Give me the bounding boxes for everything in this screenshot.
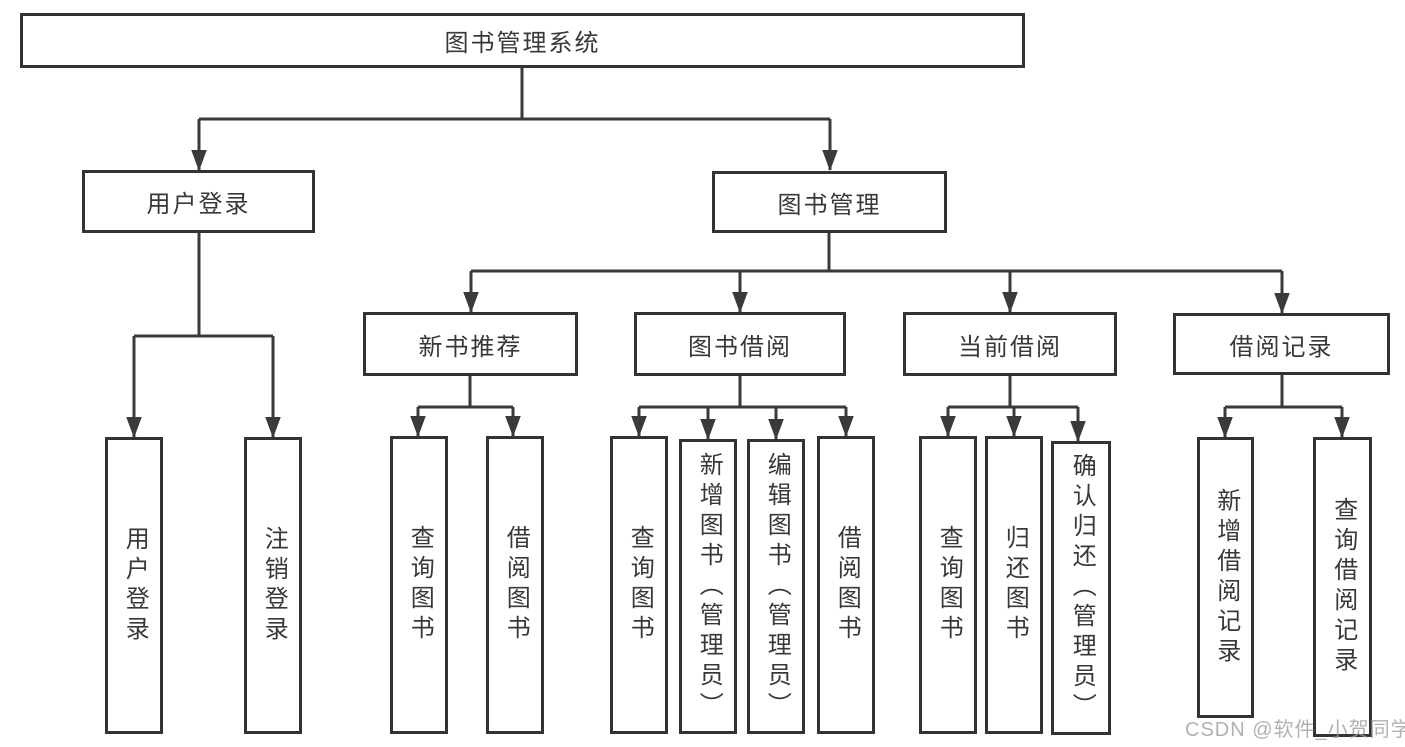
leaf-query-books-2: 查询图书 <box>610 436 668 734</box>
node-book-management-label: 图书管理 <box>777 191 882 219</box>
node-current-borrow-label: 当前借阅 <box>958 333 1062 361</box>
leaf-confirm-return-admin: 确认归还（管理员） <box>1051 441 1111 735</box>
leaf-user-login-label: 用户登录 <box>121 525 149 646</box>
leaf-borrow-books-2-label: 借阅图书 <box>833 525 861 645</box>
leaf-add-book-admin-label: 新增图书（管理员） <box>695 451 723 722</box>
leaf-add-borrow-record: 新增借阅记录 <box>1197 437 1254 718</box>
node-user-login: 用户登录 <box>82 170 315 233</box>
leaf-edit-book-admin-label: 编辑图书（管理员） <box>763 451 791 722</box>
node-book-borrow: 图书借阅 <box>634 312 846 376</box>
watermark-text: CSDN @软件_小贺同学 <box>1185 719 1405 741</box>
leaf-edit-book-admin: 编辑图书（管理员） <box>747 439 805 734</box>
leaf-borrow-books-2: 借阅图书 <box>817 436 875 734</box>
leaf-return-book: 归还图书 <box>985 436 1043 734</box>
node-book-borrow-label: 图书借阅 <box>688 333 792 361</box>
leaf-logout: 注销登录 <box>244 437 302 734</box>
leaf-query-books-3: 查询图书 <box>919 436 977 734</box>
node-new-book-recommend: 新书推荐 <box>363 312 578 376</box>
node-root: 图书管理系统 <box>20 13 1025 68</box>
leaf-confirm-return-admin-label: 确认归还（管理员） <box>1068 453 1096 723</box>
node-current-borrow: 当前借阅 <box>903 312 1117 376</box>
leaf-query-books-3-label: 查询图书 <box>935 525 963 645</box>
connector-lines <box>126 68 1350 443</box>
leaf-query-borrow-record-label: 查询借阅记录 <box>1329 497 1357 677</box>
leaf-query-books-1-label: 查询图书 <box>406 525 434 645</box>
leaf-query-books-2-label: 查询图书 <box>626 525 654 645</box>
leaf-borrow-books-1-label: 借阅图书 <box>502 525 530 645</box>
leaf-user-login: 用户登录 <box>105 437 163 734</box>
leaf-borrow-books-1: 借阅图书 <box>486 436 544 734</box>
node-root-label: 图书管理系统 <box>444 30 601 57</box>
node-borrow-records-label: 借阅记录 <box>1229 333 1334 361</box>
node-new-book-recommend-label: 新书推荐 <box>418 333 523 361</box>
node-book-management: 图书管理 <box>712 171 947 233</box>
node-user-login-label: 用户登录 <box>146 191 251 218</box>
leaf-return-book-label: 归还图书 <box>1001 525 1029 645</box>
leaf-query-books-1: 查询图书 <box>390 436 448 734</box>
leaf-add-borrow-record-label: 新增借阅记录 <box>1212 487 1240 668</box>
leaf-add-book-admin: 新增图书（管理员） <box>679 439 737 734</box>
leaf-logout-label: 注销登录 <box>260 525 288 646</box>
leaf-query-borrow-record: 查询借阅记录 <box>1313 437 1372 737</box>
node-borrow-records: 借阅记录 <box>1173 313 1390 375</box>
